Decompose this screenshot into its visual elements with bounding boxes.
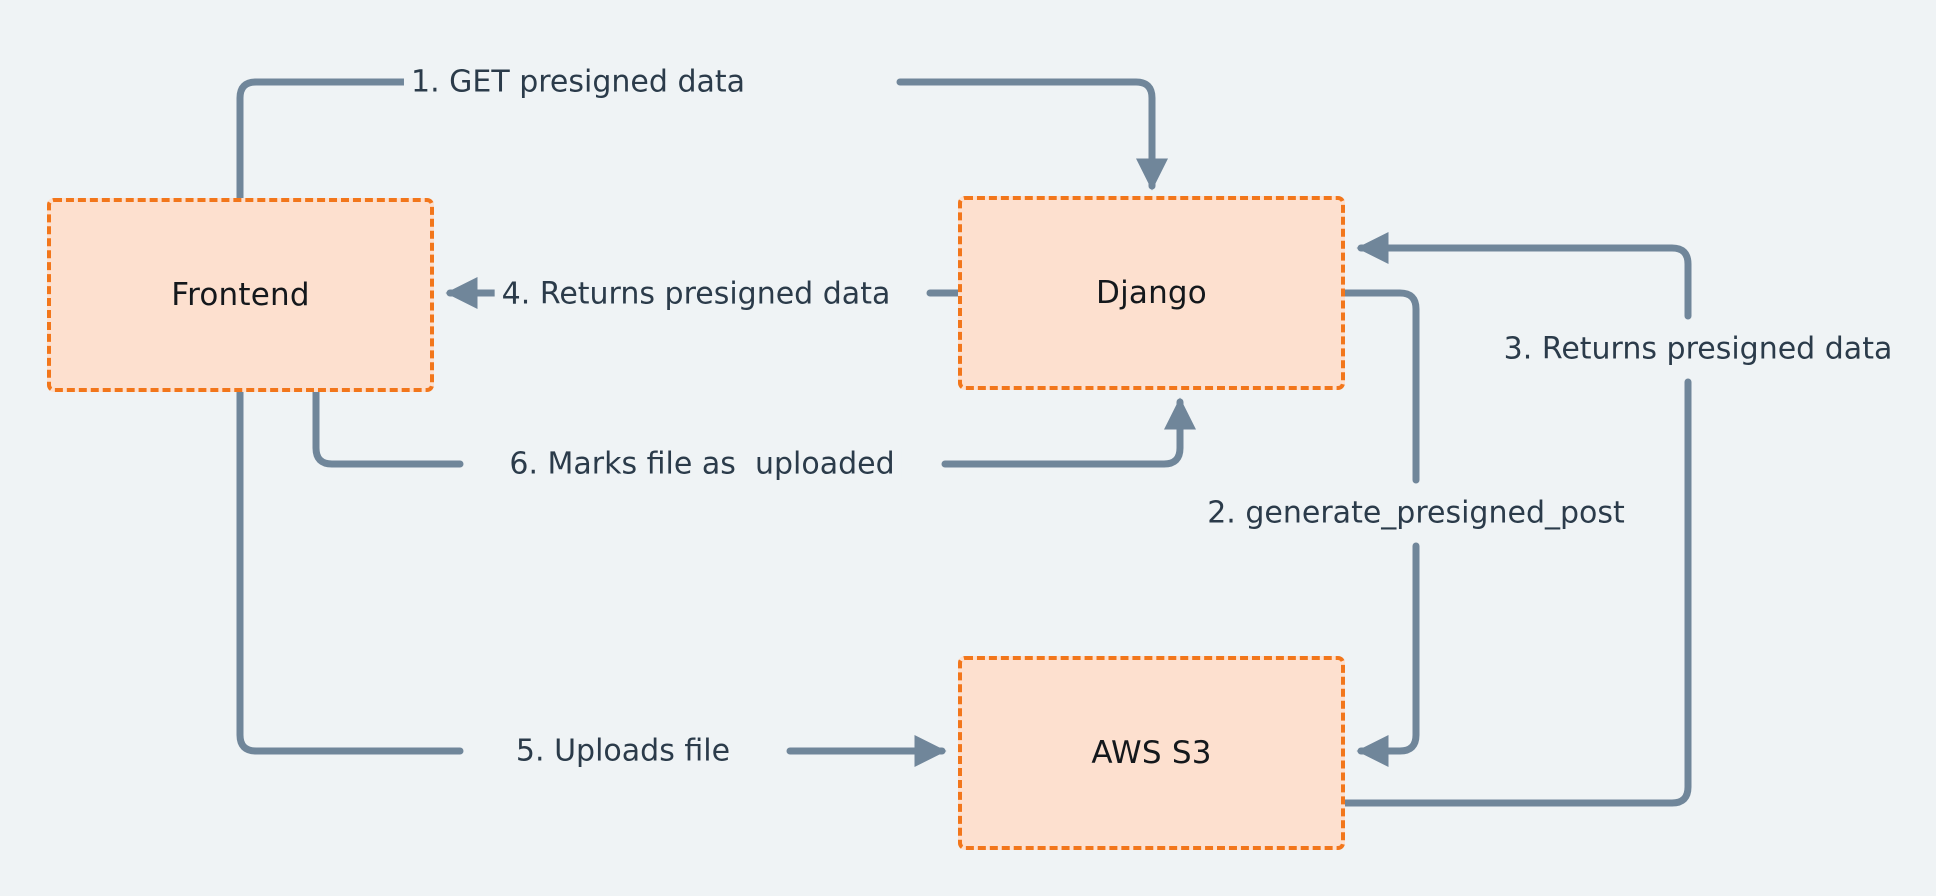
edge-label-2-generate-presigned-post: 2. generate_presigned_post: [1200, 496, 1632, 530]
edge-label-5-uploads-file: 5. Uploads file: [508, 734, 738, 768]
node-aws-s3-label: AWS S3: [1091, 735, 1212, 771]
edge-label-4-returns-presigned-data: 4. Returns presigned data: [494, 277, 898, 311]
connector-5-uploads-file: [236, 388, 464, 755]
edge-label-1-get-presigned-data: 1. GET presigned data: [403, 65, 753, 99]
connector-6-marks-file-as-uploaded-b: [941, 397, 1197, 468]
node-django-label: Django: [1096, 275, 1207, 311]
edge-label-3-returns-presigned-data: 3. Returns presigned data: [1496, 332, 1900, 366]
connector-1-get-presigned-data: [236, 78, 444, 202]
node-frontend-label: Frontend: [171, 277, 310, 313]
node-aws-s3[interactable]: AWS S3: [958, 656, 1345, 850]
connector-6-marks-file-as-uploaded: [312, 388, 464, 468]
connector-1-get-presigned-data-b: [896, 78, 1169, 191]
node-frontend[interactable]: Frontend: [47, 198, 434, 392]
connector-2-generate-presigned-post: [1341, 289, 1420, 484]
edge-label-6-marks-file-as-uploaded: 6. Marks file as uploaded: [502, 447, 902, 481]
node-django[interactable]: Django: [958, 196, 1345, 390]
connector-2-generate-presigned-post-b: [1356, 542, 1420, 768]
connector-3-returns-presigned-data-b: [1356, 231, 1692, 320]
connector-3-returns-presigned-data: [1341, 378, 1692, 807]
